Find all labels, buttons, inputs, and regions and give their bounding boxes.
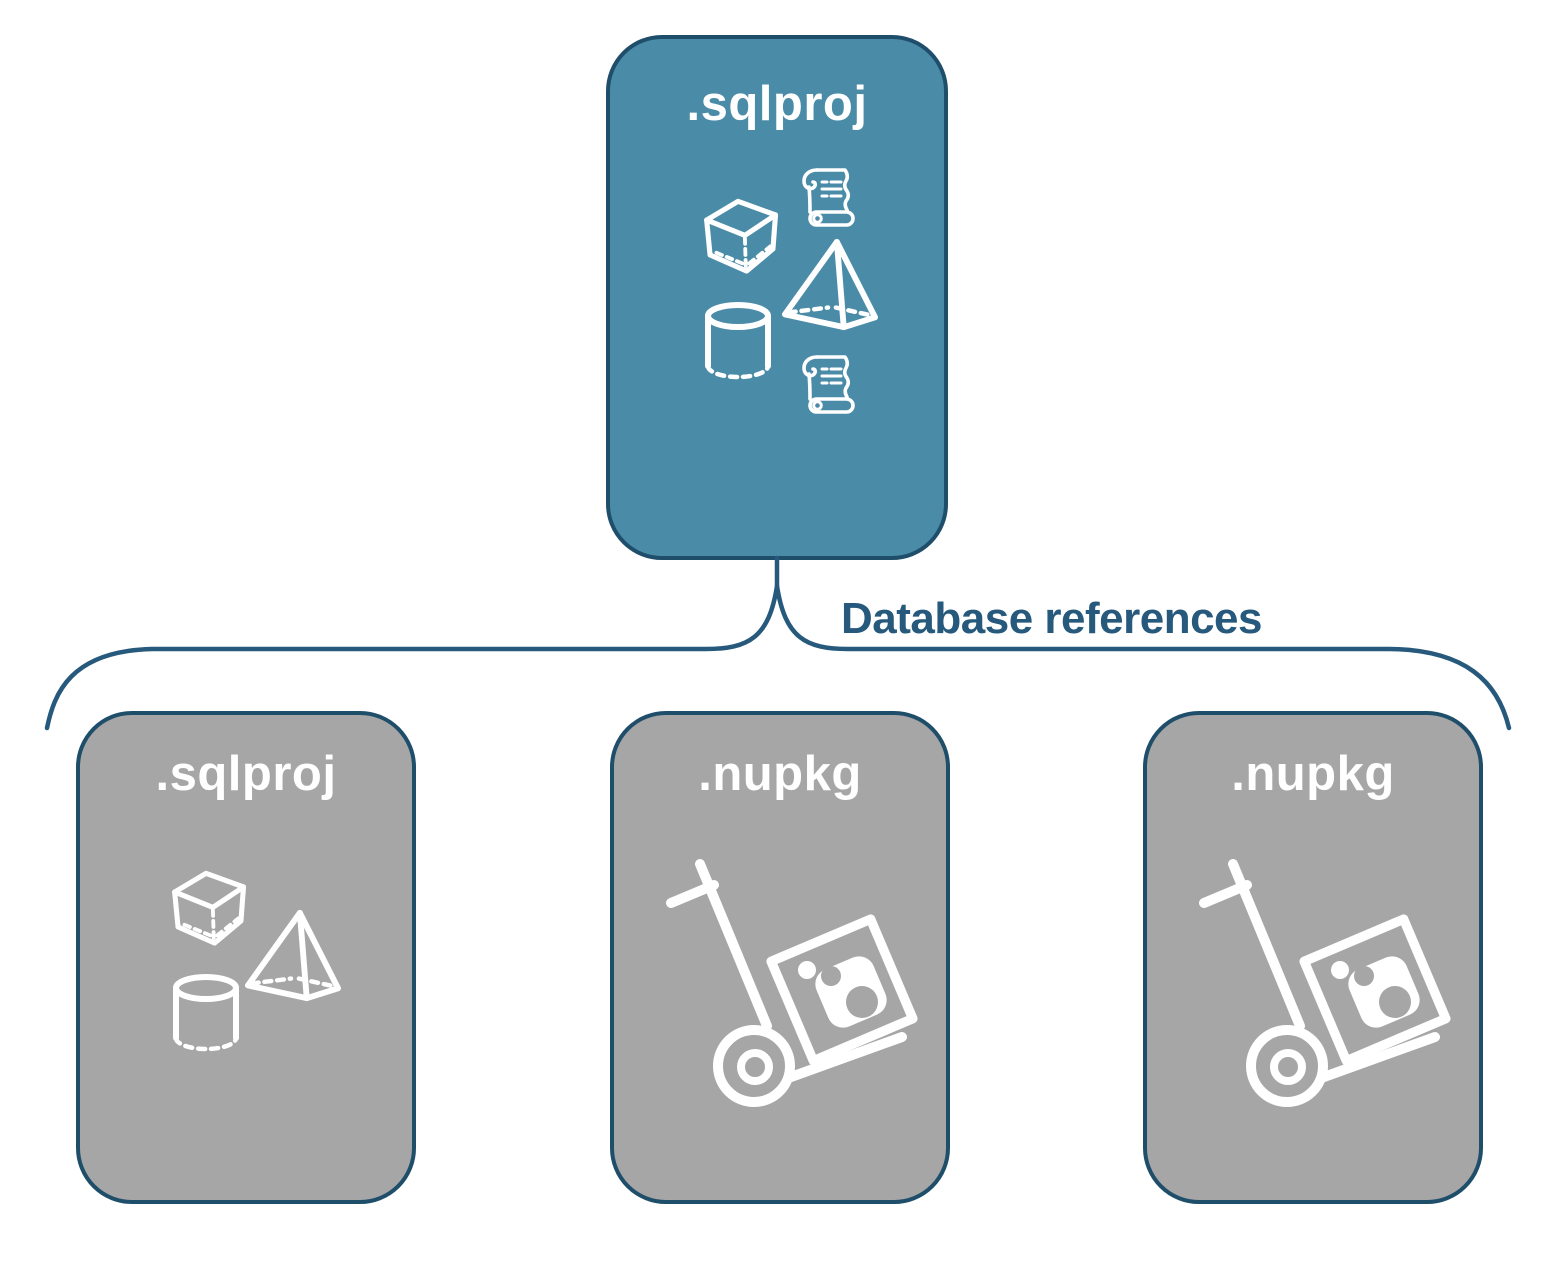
package-dolly-icon [1204,864,1446,1102]
child-node-title: .nupkg [1231,747,1395,801]
nuget-package-illustration [664,854,944,1204]
cube-icon [175,873,244,943]
package-dolly-icon [671,864,913,1102]
child-node-nupkg: .nupkg [1143,711,1483,1204]
nuget-package-illustration [1197,854,1477,1204]
sql-project-contents-illustration [689,168,889,414]
cube-icon [707,201,776,271]
root-node-title: .sqlproj [686,77,868,131]
brace-curve [44,585,1512,731]
connector-label: Database references [841,594,1262,643]
root-node-sqlproj: .sqlproj [606,35,948,560]
pyramid-icon [785,242,875,327]
child-node-nupkg: .nupkg [610,711,950,1204]
cylinder-icon [176,977,236,1049]
cylinder-icon [708,305,768,377]
child-node-title: .nupkg [698,747,862,801]
pyramid-icon [248,913,338,998]
child-node-sqlproj: .sqlproj [76,711,416,1204]
scroll-icon [802,168,855,227]
sql-project-contents-illustration [164,859,359,1069]
scroll-icon [802,355,855,414]
child-node-title: .sqlproj [155,747,337,801]
